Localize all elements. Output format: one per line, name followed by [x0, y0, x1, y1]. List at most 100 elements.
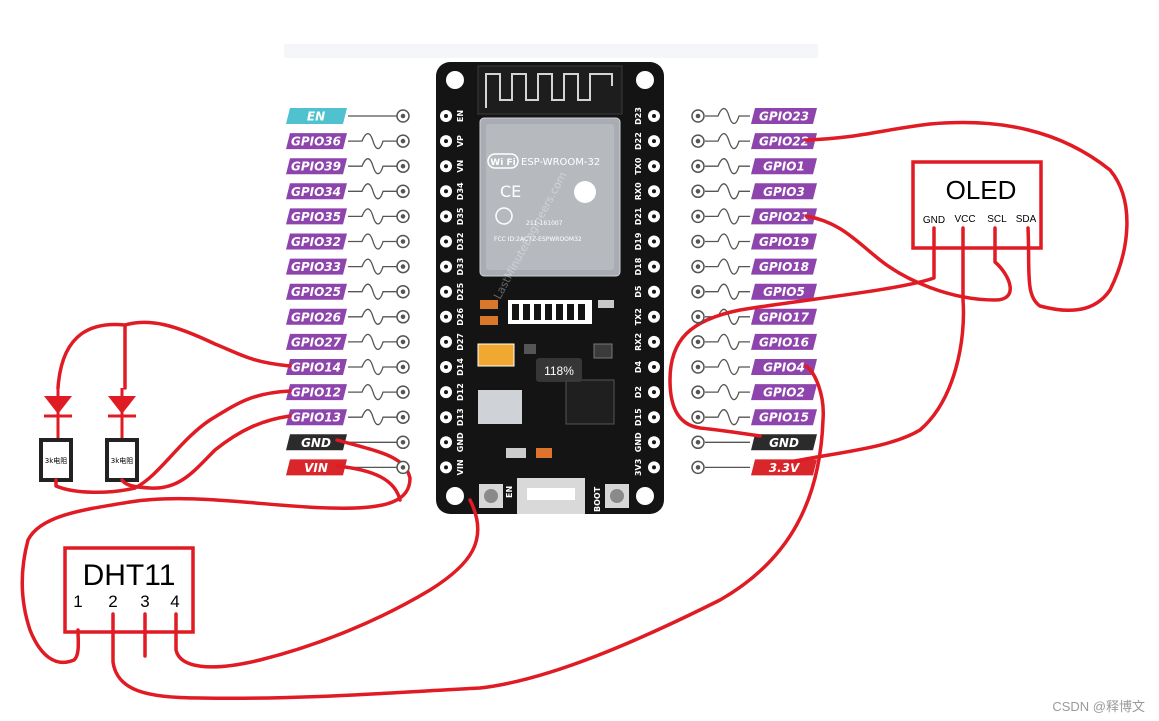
- led-2: [108, 388, 136, 440]
- left-pin-label: GPIO12: [291, 386, 341, 400]
- right-pin-label: GPIO19: [759, 235, 809, 249]
- right-pin-label: GPIO16: [759, 335, 809, 349]
- right-pin-label: GND: [769, 436, 799, 450]
- oled-pin-vcc: VCC: [954, 214, 975, 225]
- wifi-logo: Wi Fi: [487, 153, 519, 169]
- left-pin-label: GPIO34: [291, 185, 341, 199]
- boot-button-label: BOOT: [593, 486, 602, 512]
- left-pin-gpio36: GPIO36: [286, 132, 398, 150]
- left-pin-label: EN: [307, 110, 325, 124]
- right-pin-gpio17: GPIO17: [705, 308, 817, 325]
- fcc-id: FCC ID:2AC7Z-ESPWROOM32: [494, 236, 582, 243]
- board-silk-label: GND: [456, 432, 465, 452]
- board-silk-label: D34: [456, 182, 465, 200]
- antenna-trace: [485, 73, 613, 108]
- board-silk-label: D27: [456, 333, 465, 351]
- right-pin-gpio5: GPIO5: [705, 283, 817, 300]
- board-silk-label: VIN: [456, 459, 465, 475]
- right-pin-label: GPIO18: [759, 260, 809, 274]
- board-silk-label: 3V3: [634, 459, 643, 476]
- board-silk-label: D23: [634, 107, 643, 125]
- module-name: ESP-WROOM-32: [521, 157, 600, 168]
- wire-dht2: [111, 364, 825, 701]
- right-pin-gpio15: GPIO15: [705, 409, 817, 426]
- left-pin-gpio26: GPIO26: [286, 308, 398, 325]
- right-pin-gnd: GND: [705, 434, 817, 451]
- board-silk-label: D19: [634, 232, 643, 250]
- right-pin-gpio1: GPIO1: [705, 158, 817, 175]
- dht11-module: DHT11 1 2 3 4: [63, 546, 195, 634]
- right-pin-gpio3: GPIO3: [705, 183, 817, 200]
- right-pin-gpio2: GPIO2: [705, 383, 817, 401]
- wire-gpio14-leds: [56, 320, 292, 390]
- resistor-2: 3k电阻: [105, 438, 139, 482]
- right-pin-labels: GPIO23GPIO22GPIO1GPIO3GPIO21GPIO19GPIO18…: [705, 107, 817, 476]
- left-pin-gpio35: GPIO35: [286, 208, 398, 225]
- right-pin-3-3v: 3.3V: [705, 459, 817, 476]
- left-pin-label: GPIO14: [291, 361, 341, 375]
- right-pin-label: GPIO15: [759, 411, 809, 425]
- resistor-1: 3k电阻: [39, 438, 73, 482]
- zoom-indicator: [536, 358, 582, 382]
- board-silk-label: D13: [456, 408, 465, 426]
- left-pin-label: GPIO39: [291, 160, 341, 174]
- left-pin-gnd: GND: [286, 434, 398, 451]
- wires: [20, 120, 1129, 701]
- wire-gpio21-scl: [804, 214, 1012, 302]
- wire-vin: [335, 464, 402, 502]
- telec-mark: [495, 207, 513, 225]
- left-pin-gpio25: GPIO25: [286, 283, 398, 300]
- dht11-pin-3: 3: [140, 592, 149, 611]
- left-pin-gpio32: GPIO32: [286, 233, 398, 250]
- board-silk-label: D32: [456, 233, 465, 251]
- oled-pin-sda: SDA: [1016, 214, 1037, 225]
- board-silk-label: VN: [456, 160, 465, 173]
- wire-gpio13-r2: [120, 414, 292, 490]
- resistor-1-label: 3k电阻: [45, 456, 68, 465]
- right-pin-label: GPIO21: [759, 210, 809, 224]
- left-pin-label: GPIO27: [291, 335, 342, 349]
- left-pin-label: GPIO26: [291, 310, 341, 324]
- left-pin-gpio12: GPIO12: [286, 383, 398, 401]
- left-pin-label: GPIO36: [291, 135, 341, 149]
- right-pin-gpio22: GPIO22: [705, 132, 817, 150]
- left-pin-gpio39: GPIO39: [286, 158, 398, 175]
- en-button-label: EN: [505, 486, 514, 498]
- right-pin-label: GPIO3: [763, 185, 805, 199]
- left-pin-label: VIN: [304, 461, 328, 475]
- oled-pin-scl: SCL: [987, 214, 1007, 225]
- wire-dht4: [174, 498, 480, 669]
- board-silk-label: D2: [634, 386, 643, 398]
- espressif-logo: [574, 181, 596, 203]
- cert-number: 211-161007: [526, 220, 563, 227]
- csdn-watermark: CSDN @释博文: [1052, 699, 1145, 714]
- dht11-title: DHT11: [83, 559, 176, 592]
- left-pin-label: GPIO35: [291, 210, 341, 224]
- left-pin-label: GND: [301, 436, 331, 450]
- board-silk-label: D18: [634, 257, 643, 275]
- dht11-pin-1: 1: [73, 592, 82, 611]
- esp32-board: Wi Fi ESP-WROOM-32 CE 211-161007 FCC ID:…: [436, 62, 664, 514]
- left-pin-label: GPIO13: [291, 411, 341, 425]
- left-pin-en: EN: [286, 108, 398, 124]
- left-pin-label: GPIO25: [291, 285, 341, 299]
- board-silk-label: D33: [456, 258, 465, 276]
- right-pin-gpio4: GPIO4: [705, 358, 817, 376]
- wire-gpio12-r1: [54, 389, 292, 494]
- left-pin-gpio27: GPIO27: [286, 333, 398, 351]
- board-silk-label: RX0: [634, 182, 643, 200]
- right-pin-label: GPIO4: [763, 361, 805, 375]
- left-pin-label: GPIO33: [291, 260, 341, 274]
- board-silk-label: EN: [456, 110, 465, 122]
- right-pin-label: GPIO5: [763, 285, 805, 299]
- mount-hole: [636, 487, 654, 505]
- left-pin-gpio14: GPIO14: [286, 358, 398, 376]
- right-pin-label: GPIO22: [759, 135, 809, 149]
- board-silk-label: GND: [634, 432, 643, 452]
- board-silk-label: D4: [634, 360, 643, 373]
- board-silk-label: RX2: [634, 333, 643, 351]
- right-pin-label: GPIO17: [759, 310, 810, 324]
- mount-hole: [446, 487, 464, 505]
- wire-gnd-dht1: [20, 438, 412, 665]
- board-silk-label: D21: [634, 207, 643, 225]
